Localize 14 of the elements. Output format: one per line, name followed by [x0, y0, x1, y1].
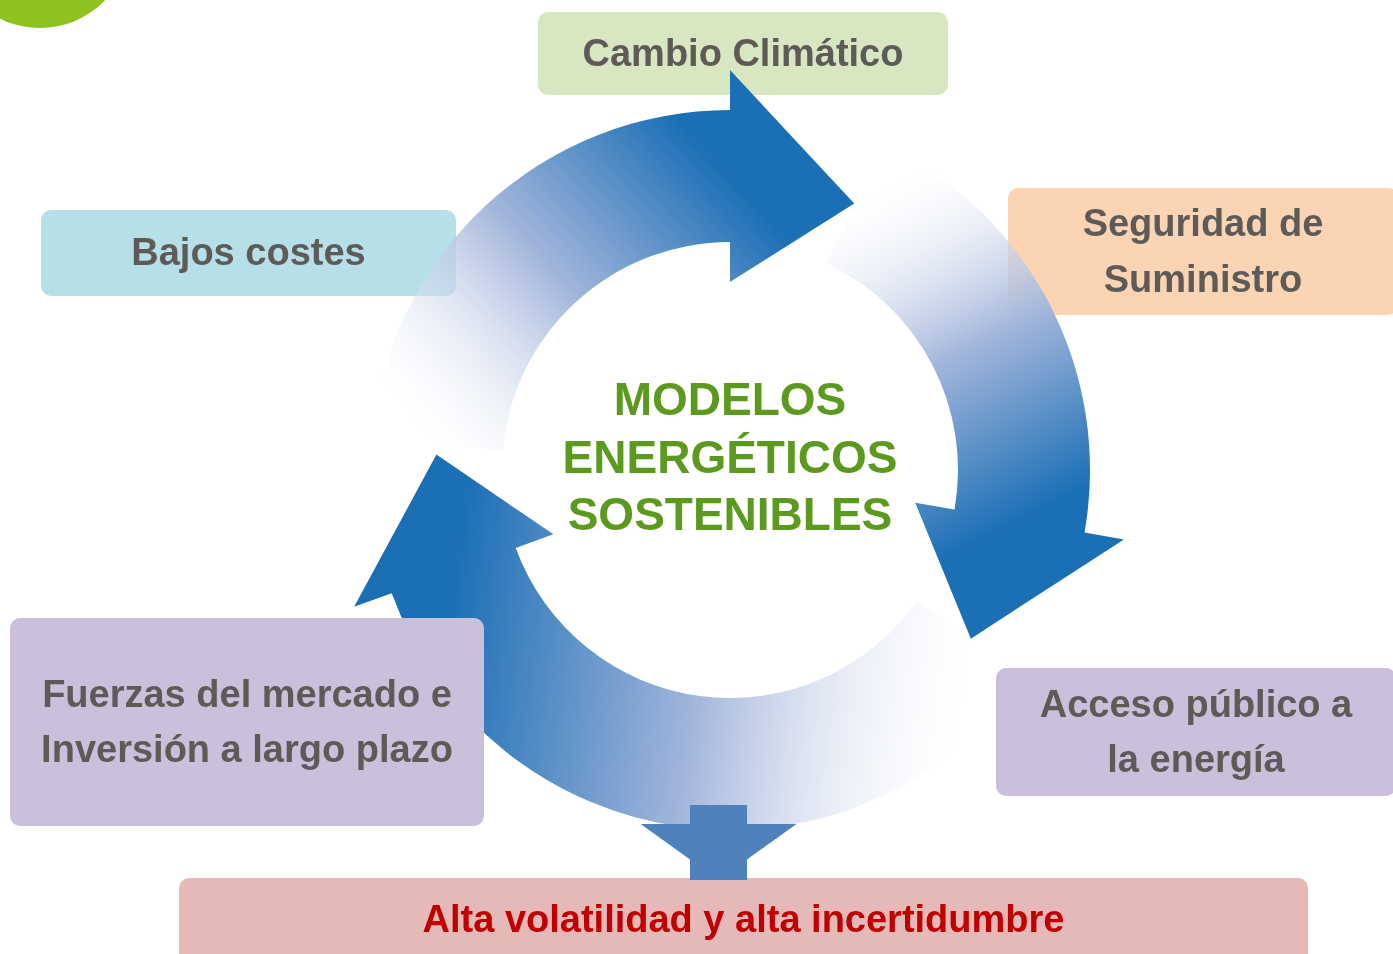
label-box — [1008, 188, 1393, 315]
label-box — [538, 12, 948, 95]
label-box — [10, 618, 484, 826]
label-text: Cambio Climático — [582, 30, 904, 76]
label-box — [996, 668, 1393, 796]
label-text: Alta volatilidad y alta incertidumbre — [422, 897, 1065, 942]
label-box — [179, 878, 1308, 954]
label-text: Bajos costes — [131, 230, 366, 276]
label-text: Acceso público a la energía — [1038, 681, 1354, 782]
label-text: Fuerzas del mercado e Inversión a largo plazo — [40, 671, 454, 772]
block-arrow — [640, 805, 797, 880]
label-text: Seguridad de Suministro — [1081, 201, 1325, 302]
center-title: MODELOS ENERGÉTICOS SOSTENIBLES — [561, 372, 899, 543]
label-box — [41, 210, 456, 296]
